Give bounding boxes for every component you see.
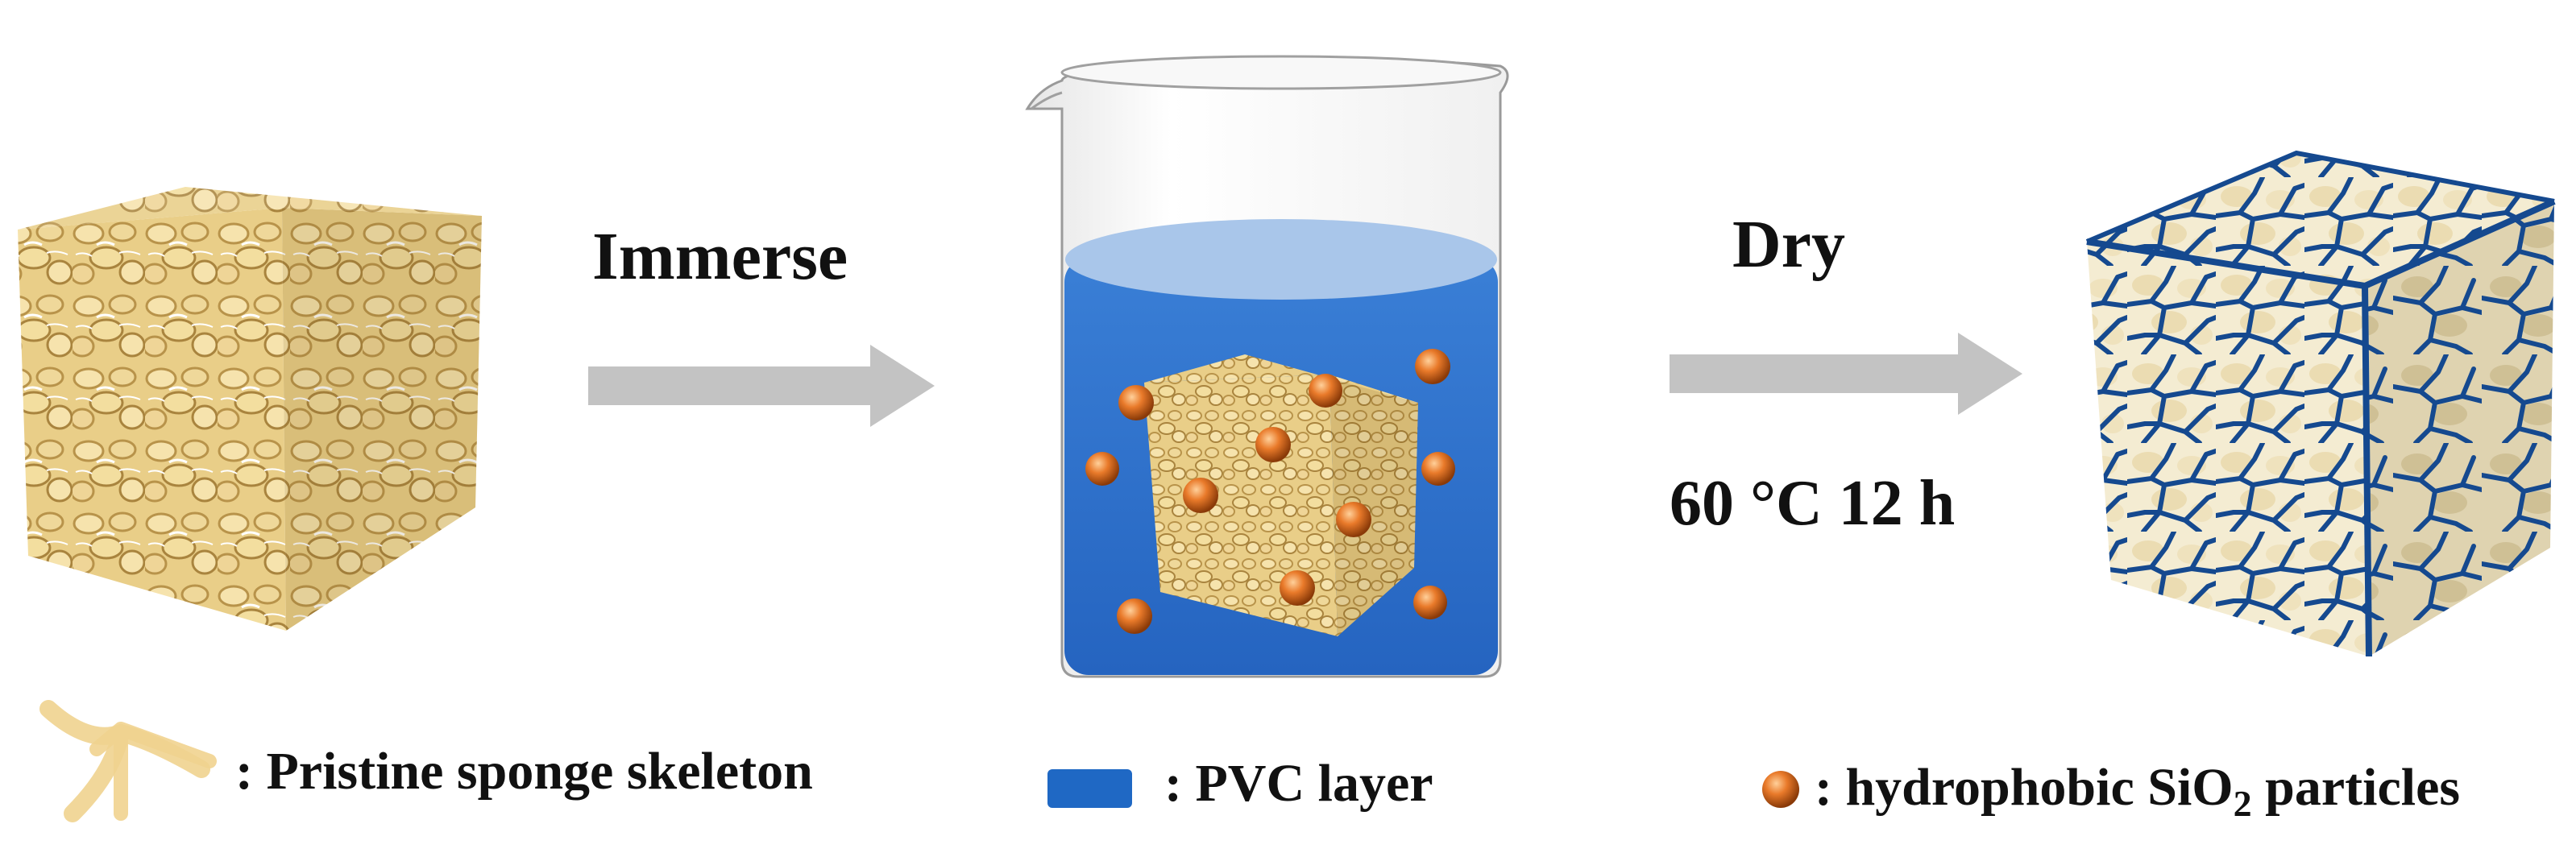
legend-skeleton-label: : Pristine sponge skeleton	[235, 742, 813, 801]
skeleton-icon	[39, 700, 217, 822]
sio2-particles	[1085, 349, 1455, 634]
coated-sponge-cube	[2085, 150, 2556, 657]
sio2-particle-icon	[1762, 771, 1799, 808]
dry-label: Dry	[1732, 207, 1845, 282]
pvc-solution-surface	[1065, 219, 1497, 300]
coated-side-face	[2365, 201, 2554, 656]
dry-arrow	[1670, 333, 2022, 415]
sponge-top	[18, 187, 482, 230]
pvc-layer-swatch	[1047, 769, 1132, 808]
sponge-side-shade	[282, 208, 482, 631]
immersed-sponge	[1144, 354, 1418, 636]
immerse-label: Immerse	[592, 219, 848, 294]
sponge-side-face	[282, 208, 482, 631]
coated-front-face	[2087, 242, 2369, 656]
drying-conditions-label: 60 °C 12 h	[1670, 468, 1956, 539]
beaker	[1025, 55, 1509, 678]
immerse-arrow	[588, 345, 935, 427]
legend-sio2-prefix: : hydrophobic SiO	[1815, 758, 2234, 817]
legend-sio2-subscript: 2	[2233, 783, 2252, 824]
legend-sio2-label: : hydrophobic SiO2 particles	[1815, 757, 2460, 825]
legend-sio2-suffix: particles	[2251, 758, 2461, 817]
legend-pvc-label: : PVC layer	[1164, 754, 1433, 813]
sponge-front-face	[18, 208, 286, 631]
pristine-sponge-cube	[18, 187, 482, 631]
